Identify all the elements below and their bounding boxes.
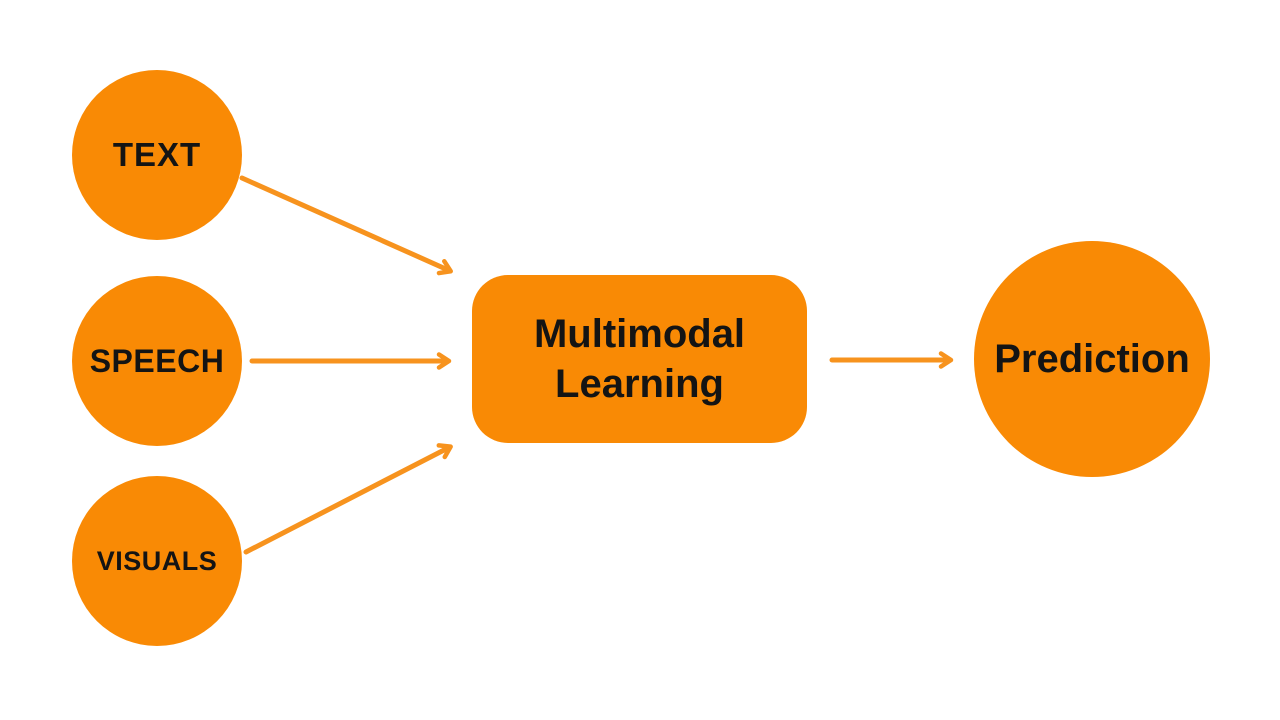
node-prediction-label: Prediction [994, 336, 1190, 381]
node-text: TEXT [72, 70, 242, 240]
node-multimodal-learning-label: Multimodal Learning [533, 311, 746, 406]
node-visuals: VISUALS [72, 476, 242, 646]
node-multimodal-learning: Multimodal Learning [472, 275, 807, 443]
node-speech: SPEECH [72, 276, 242, 446]
node-text-label: TEXT [112, 136, 202, 173]
node-visuals-label: VISUALS [96, 545, 218, 576]
edge-visuals-to-multimodal [243, 443, 453, 555]
node-speech-label: SPEECH [89, 342, 225, 379]
edge-text-to-multimodal [239, 175, 453, 276]
node-prediction: Prediction [974, 241, 1210, 477]
